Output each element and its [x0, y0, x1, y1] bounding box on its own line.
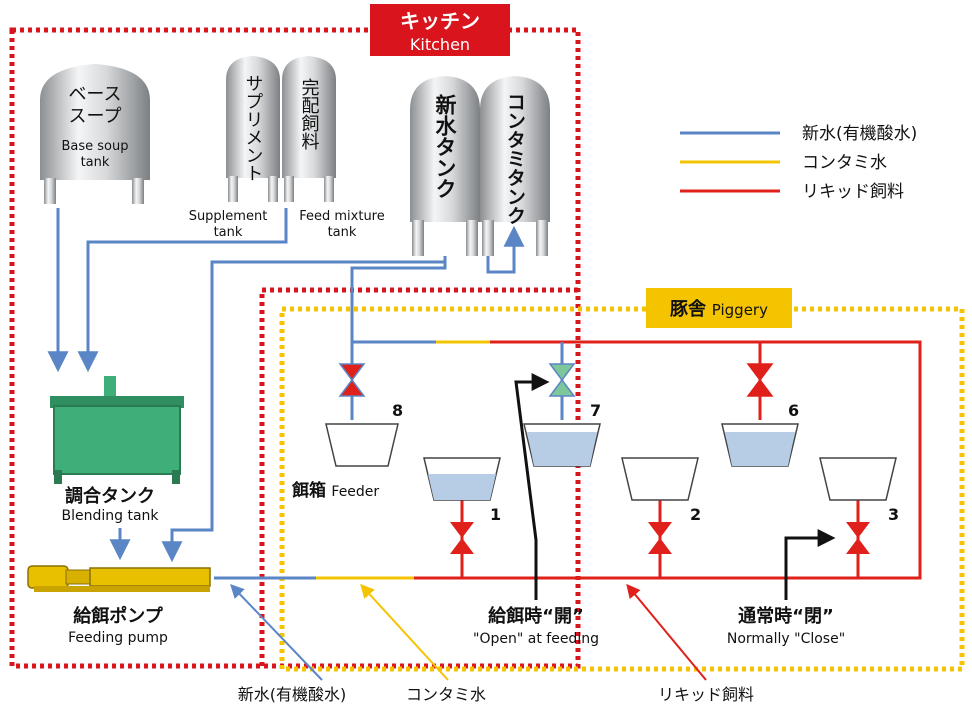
- pointer-liquid: [626, 583, 707, 681]
- valve-label-8: 8: [392, 401, 403, 420]
- close-note-jp: 通常時“閉”: [738, 605, 834, 627]
- fresh-water-jp: 新水タンク: [433, 93, 457, 199]
- legend: 新水(有機酸水) コンタミ水 リキッド飼料: [680, 124, 917, 202]
- feeder-8: [325, 423, 399, 467]
- feeding-pump: [27, 565, 211, 592]
- piggery-border: [279, 306, 965, 672]
- blending-en: Blending tank: [61, 508, 159, 524]
- open-note-jp: 給餌時“開”: [488, 605, 584, 627]
- close-callout-arrow: [784, 529, 836, 600]
- supplement-en-2: tank: [214, 225, 243, 240]
- pump-en: Feeding pump: [68, 630, 168, 646]
- base-soup-en-2: tank: [81, 155, 110, 170]
- base-soup-jp-2: スープ: [69, 106, 122, 127]
- kitchen-badge: [370, 4, 510, 56]
- legend-contam-label: コンタミ水: [802, 153, 887, 173]
- valve-label-2: 2: [690, 505, 701, 524]
- valve-label-6: 6: [788, 401, 799, 420]
- open-note-en: "Open" at feeding: [473, 631, 599, 647]
- blending-jp: 調合タンク: [65, 485, 155, 507]
- bottom-label-water: 新水(有機酸水): [238, 685, 347, 704]
- piggery-badge: [646, 288, 792, 328]
- base-soup-tank: ベース スープ Base soup tank: [40, 64, 150, 204]
- feeder-label: 餌箱 Feeder: [291, 480, 379, 501]
- supplement-jp: サプリメント: [243, 74, 264, 182]
- legend-liquid-label: リキッド飼料: [802, 182, 904, 202]
- feed-mixture-en-2: tank: [328, 225, 357, 240]
- valve-6: [746, 363, 774, 397]
- liquid-loop: [414, 340, 922, 580]
- supplement-en-1: Supplement: [189, 209, 268, 224]
- valve-label-7: 7: [590, 401, 601, 420]
- valve-3: [846, 522, 870, 554]
- feeder-3: [819, 457, 897, 501]
- feeder-1: [423, 457, 501, 501]
- base-soup-jp-1: ベース: [68, 84, 121, 105]
- valve-7: [548, 363, 576, 397]
- valve-label-3: 3: [888, 505, 899, 524]
- pointer-contam: [360, 583, 449, 681]
- legend-water-label: 新水(有機酸水): [802, 124, 917, 144]
- open-callout-arrow: [514, 373, 550, 600]
- kitchen-border: [9, 27, 581, 669]
- valve-1: [450, 522, 474, 554]
- base-soup-en-1: Base soup: [61, 139, 128, 154]
- piggery-title: 豚舎 Piggery: [670, 298, 768, 320]
- feed-mixture-en-1: Feed mixture: [299, 209, 385, 224]
- contam-jp: コンタミタンク: [504, 92, 526, 225]
- pump-jp: 給餌ポンプ: [73, 605, 163, 627]
- pointer-water: [230, 583, 323, 681]
- feed-mixture-jp: 完配飼料: [299, 78, 320, 150]
- valve-label-1: 1: [490, 505, 501, 524]
- kitchen-title-en: Kitchen: [410, 35, 470, 54]
- kitchen-title-jp: キッチン: [400, 9, 480, 33]
- close-note-en: Normally "Close": [727, 631, 845, 647]
- feeder-7: [523, 423, 601, 467]
- bottom-label-liquid: リキッド飼料: [658, 685, 754, 704]
- contam-tank: コンタミタンク: [480, 76, 550, 256]
- bottom-label-contam: コンタミ水: [406, 685, 486, 704]
- valve-8: [338, 363, 366, 397]
- supplement-tank: サプリメント: [226, 56, 280, 202]
- fresh-water-tank: 新水タンク: [410, 76, 480, 256]
- valve-2: [648, 522, 672, 554]
- feeder-2: [621, 457, 699, 501]
- feeder-6: [721, 423, 799, 467]
- blending-tank: [50, 376, 184, 484]
- kitchen-water-pipes: [47, 208, 525, 563]
- kitchen-border-inner: [259, 287, 578, 666]
- feed-mixture-tank: 完配飼料: [282, 56, 336, 202]
